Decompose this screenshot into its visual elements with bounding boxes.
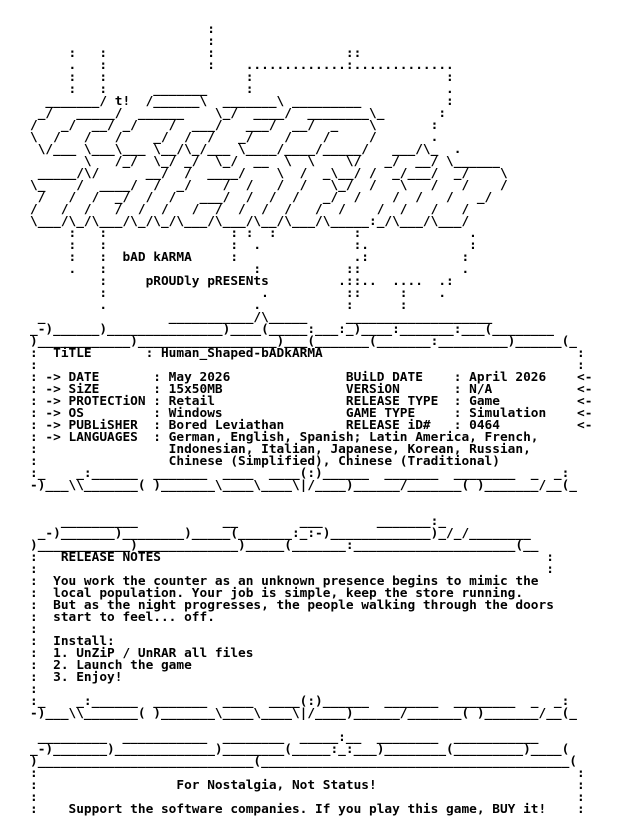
nfo-line: : TiTLE : Human_Shaped-bADkARMA :	[30, 346, 585, 361]
nfo-line: _____/\/ __/ / ____/ \ / _\__/ / _/___/ …	[30, 166, 508, 181]
nfo-line: : -> PUBLiSHER : Bored Leviathan RELEASE…	[30, 418, 593, 433]
nfo-line: )____________________________(__________…	[30, 754, 578, 769]
nfo-line: : But as the night progresses, the peopl…	[30, 598, 554, 613]
nfo-line: : start to feel... off.	[30, 610, 215, 625]
nfo-line: _ ___________/\_____ ___________________	[30, 310, 493, 325]
nfo-line: _______/ t! /______\ _______\ _________ …	[30, 94, 454, 109]
nfo-line: : :	[30, 766, 585, 781]
nfo-line: : Install:	[30, 634, 115, 649]
nfo-line: \ / / / _/ / / _/ / / / .	[30, 130, 439, 145]
nfo-line: : : _______ : .	[30, 82, 454, 97]
nfo-line: : For Nostalgia, Not Status! :	[30, 778, 585, 793]
nfo-line: : : : : : : .	[30, 226, 477, 241]
nfo-line: : Support the software companies. If you…	[30, 802, 585, 816]
nfo-line: -)___\\_______( )_______\____\____\|/___…	[30, 706, 578, 721]
nfo-line: : 3. Enjoy!	[30, 670, 123, 685]
nfo-line: : :	[30, 358, 585, 373]
nfo-line: \ /_/ \_/ _/ \_/ __ \ \ \/ _/ __/ \_____…	[30, 154, 500, 169]
nfo-line: / / / _/ / / ___/ / / / _/ / / / / _/	[30, 190, 493, 205]
nfo-line: _________ ___________ ________ _____:__ …	[30, 730, 539, 745]
nfo-line: : RELEASE NOTES :	[30, 550, 554, 565]
nfo-line: / _/ __/ _/ / ___/ ___/ __/ _ \ :	[30, 118, 439, 133]
nfo-line: : : : . :. :	[30, 238, 477, 253]
nfo-line: :_ _:______ _______ ____ ____(:)______ _…	[30, 466, 570, 481]
nfo-line: : :	[30, 562, 554, 577]
nfo-line: \_ / ____/ / _/ / / / / \_/ / \ / / /	[30, 178, 508, 193]
nfo-line: : :	[30, 790, 585, 805]
nfo-line: -)___\\_______( )_______\____\____\|/___…	[30, 478, 578, 493]
nfo-line: : Indonesian, Italian, Japanese, Korean,…	[30, 442, 531, 457]
nfo-line: : : : :	[30, 70, 454, 85]
nfo-line: / / / / / / / / / / / / / / / / /	[30, 202, 470, 217]
nfo-line: :	[30, 22, 215, 37]
nfo-line: : -> DATE : May 2026 BUiLD DATE : April …	[30, 370, 593, 385]
nfo-line: : : : ::	[30, 46, 362, 61]
nfo-line: _-)_______)_____________)________(_____:…	[30, 742, 570, 757]
nfo-line: : -> PROTECTiON : Retail RELEASE TYPE : …	[30, 394, 593, 409]
nfo-line: : local population. Your job is simple, …	[30, 586, 524, 601]
nfo-line: :	[30, 682, 38, 697]
nfo-line: __________ __ ___ _______:_	[30, 514, 447, 529]
nfo-line: \/___ \___\___ \__/\_/___ \____/____/___…	[30, 142, 462, 157]
nfo-line: _-)______)_______________)____(_____:___…	[30, 322, 554, 337]
nfo-line: \___/\_/\___/\_/\_/\___/\___/\__/\___/\_…	[30, 214, 470, 229]
nfo-line: : 1. UnZiP / UnRAR all files	[30, 646, 254, 661]
nfo-line: : . :: : .	[30, 286, 447, 301]
nfo-line: : Chinese (Simplified), Chinese (Traditi…	[30, 454, 500, 469]
nfo-line: :_ _:______ _______ ____ ____(:)______ _…	[30, 694, 570, 709]
nfo-line: : 2. Launch the game	[30, 658, 192, 673]
nfo-line: : You work the counter as an unknown pre…	[30, 574, 539, 589]
nfo-line: . : : .............:.............	[30, 58, 454, 73]
nfo-line: :	[30, 622, 38, 637]
nfo-line: : -> OS : Windows GAME TYPE : Simulation…	[30, 406, 593, 421]
nfo-line: . : : :: .	[30, 262, 470, 277]
nfo-line: : pROUDly pRESENts .::.. .... .:	[30, 274, 454, 289]
nfo-line: _-)_______)________)_____(_______:_:-)__…	[30, 526, 531, 541]
nfo-line: : -> LANGUAGES : German, English, Spanis…	[30, 430, 539, 445]
nfo-line: : : bAD kARMA : .: :	[30, 250, 470, 265]
nfo-line: )____________)_____________)_____(______…	[30, 538, 539, 553]
nfo-line: )____________)__________________)___(___…	[30, 334, 578, 349]
nfo-line: . . : :	[30, 298, 408, 313]
nfo-line: _/ _____/ ______ \_/ ____/ ________\_ :	[30, 106, 447, 121]
nfo-line: : -> SiZE : 15x50MB VERSiON : N/A <-	[30, 382, 593, 397]
nfo-line: :	[30, 34, 215, 49]
